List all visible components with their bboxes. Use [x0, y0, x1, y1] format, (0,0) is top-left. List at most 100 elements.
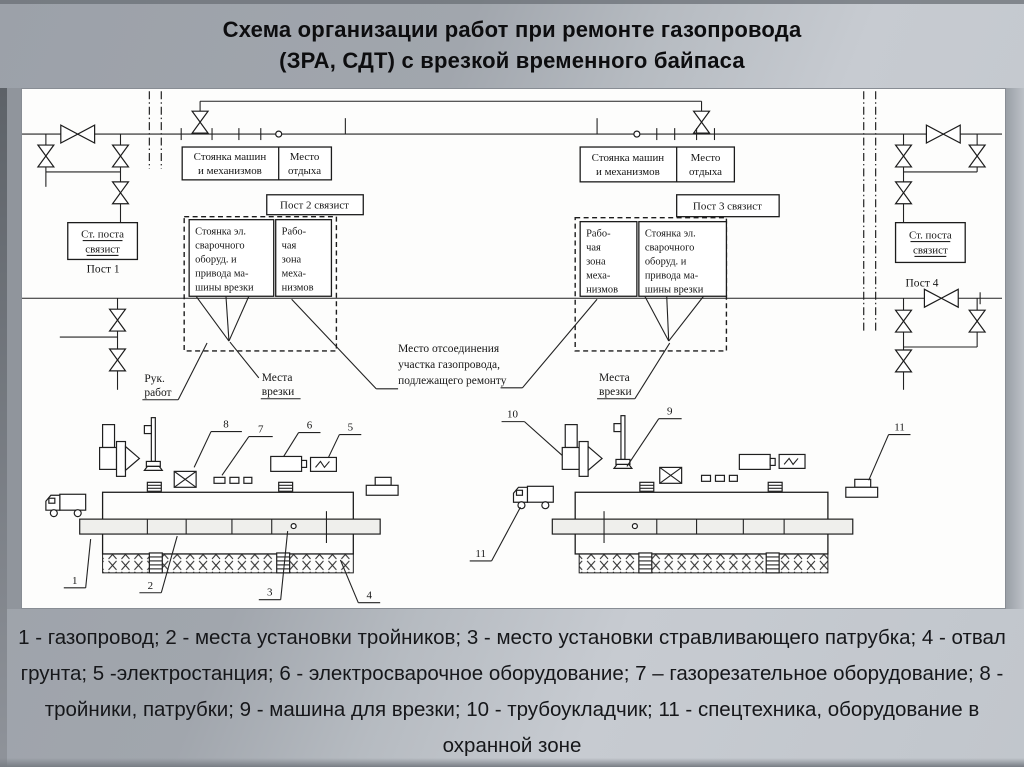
bypass-valve-icon: [191, 110, 209, 134]
pipeline-bar: [551, 518, 854, 535]
callout-5: 5: [327, 422, 362, 458]
svg-text:Стоянка машин: Стоянка машин: [592, 152, 665, 164]
svg-text:Ст. поста: Ст. поста: [909, 230, 952, 242]
slide-title: Схема организации работ при ремонте газо…: [0, 14, 1024, 76]
svg-text:низмов: низмов: [282, 282, 314, 293]
svg-text:Место: Место: [691, 152, 721, 164]
right-work-zone: Рабо- чая зона меха- низмов Стоянка эл. …: [522, 216, 728, 389]
svg-text:Пост 2 связист: Пост 2 связист: [280, 200, 349, 212]
tees-nozzles-icon: [173, 470, 197, 488]
tee-mark-icon: [639, 481, 655, 492]
welding-equipment-icon: [738, 453, 776, 470]
svg-text:Рук.: Рук.: [144, 373, 165, 385]
svg-text:чая: чая: [586, 242, 601, 253]
diagram-panel: Ст. поста связист Пост 1 Ст. поста связи…: [22, 89, 1005, 608]
svg-text:сварочного: сварочного: [645, 242, 695, 253]
pipelayer-icon: [561, 424, 603, 477]
callout-11-top: 11: [868, 422, 911, 481]
slide-left-edge-inner: [7, 88, 22, 609]
soil-block-icon: [148, 552, 163, 574]
tee-mark-icon: [278, 481, 294, 492]
vent-nozzle-mark: [290, 523, 297, 530]
truck-icon: [45, 493, 87, 518]
support-block-icon: [365, 476, 399, 496]
callout-7: 7: [221, 424, 273, 476]
pipelayer-icon: [99, 424, 140, 477]
main-gas-pipeline: [22, 133, 1003, 299]
svg-text:чая: чая: [282, 241, 297, 252]
power-station-icon: [778, 453, 806, 469]
callout-2: 2: [139, 535, 178, 594]
svg-text:работ: работ: [144, 387, 171, 399]
tapping-machine-icon: [143, 417, 163, 471]
soil-dump-band: [578, 553, 829, 574]
slide-title-line2: (ЗРА, СДТ) с врезкой временного байпаса: [279, 48, 745, 73]
svg-text:участка газопровода,: участка газопровода,: [398, 359, 500, 371]
callout-11-bottom: 11: [469, 506, 521, 562]
work-organization-diagram: Ст. поста связист Пост 1 Ст. поста связи…: [22, 91, 1003, 604]
right-excavation-drawing: 10 9 11 11: [469, 406, 911, 574]
svg-text:зона: зона: [586, 256, 606, 267]
tees-nozzles-icon: [659, 466, 683, 484]
soil-block-icon: [638, 552, 653, 574]
svg-text:Место: Место: [290, 151, 320, 163]
tie-in-marks: [180, 118, 981, 305]
left-work-zone: Стоянка эл. сварочного оборуд. и привода…: [183, 215, 377, 390]
truck-icon: [512, 485, 554, 510]
signalman-station-box: [894, 221, 966, 264]
svg-text:отдыха: отдыха: [288, 165, 321, 177]
svg-text:Стоянка эл.: Стоянка эл.: [195, 227, 246, 238]
tapping-machine-icon: [613, 415, 633, 469]
soil-dump-band: [102, 553, 354, 574]
svg-text:3: 3: [267, 587, 273, 599]
svg-text:врезки: врезки: [599, 386, 632, 398]
left-parking-rest-boxes: Стоянка машин и механизмов Место отдыха: [181, 146, 333, 181]
svg-text:привода ма-: привода ма-: [195, 268, 249, 279]
svg-text:подлежащего ремонту: подлежащего ремонту: [398, 375, 507, 387]
callout-10: 10: [501, 409, 563, 456]
svg-text:меха-: меха-: [282, 268, 307, 279]
post3-box: Пост 3 связист: [676, 194, 780, 218]
svg-text:11: 11: [475, 548, 486, 560]
station-box-line2: связист: [85, 243, 120, 255]
gate-valve-icon: [925, 124, 961, 144]
welding-equipment-icon: [270, 455, 308, 472]
tee-mark-icon: [767, 481, 783, 492]
svg-text:и механизмов: и механизмов: [198, 165, 262, 177]
signalman-station-box: [67, 221, 139, 261]
svg-text:6: 6: [307, 420, 313, 432]
legend-caption: 1 - газопровод; 2 - места установки трой…: [18, 626, 1006, 757]
svg-text:оборуд. и: оборуд. и: [195, 254, 237, 265]
support-block-icon: [845, 478, 879, 498]
svg-text:Рабо-: Рабо-: [282, 227, 307, 238]
callout-8: 8: [193, 419, 242, 468]
svg-text:9: 9: [667, 406, 673, 418]
work-manager-label: Рук. работ: [142, 342, 208, 401]
vent-nozzle-mark: [631, 523, 638, 530]
pipeline-bar: [79, 518, 381, 535]
soil-block-icon: [765, 552, 780, 574]
svg-text:Пост 3 связист: Пост 3 связист: [693, 201, 762, 213]
svg-text:врезки: врезки: [262, 386, 295, 398]
crossing-boundary-marks: [148, 91, 877, 334]
tie-in-points-label-left: Места врезки: [229, 341, 301, 400]
gate-valve-icon: [923, 288, 959, 308]
svg-text:Места: Места: [262, 372, 293, 384]
callout-9: 9: [626, 406, 682, 467]
tie-in-points-label-right: Места врезки: [597, 342, 671, 400]
callout-4: 4: [339, 559, 381, 604]
slide-top-edge: [0, 0, 1024, 4]
left-excavation-drawing: 8 7 6 5 1 2 3 4: [45, 417, 399, 604]
post1-valve-assembly: Ст. поста связист Пост 1: [37, 124, 139, 275]
slide-left-edge: [0, 88, 7, 767]
callout-6: 6: [283, 420, 321, 457]
temporary-bypass-line: [191, 100, 711, 134]
slide-right-edge: [1005, 88, 1024, 609]
tee-mark-icon: [146, 481, 162, 492]
disconnection-point-label: Место отсоединения участка газопровода, …: [376, 343, 523, 390]
svg-text:низмов: низмов: [586, 284, 618, 295]
svg-text:шины врезки: шины врезки: [645, 284, 704, 295]
power-station-icon: [309, 456, 337, 472]
svg-text:11: 11: [894, 422, 905, 434]
svg-text:7: 7: [258, 424, 264, 436]
